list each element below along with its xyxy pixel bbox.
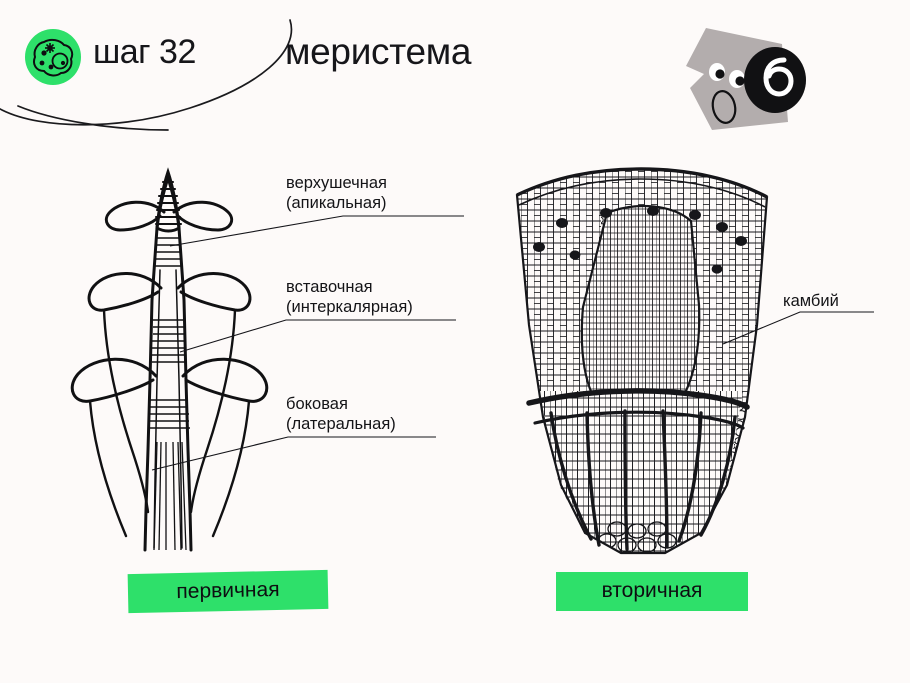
callout-lateral: боковая (латеральная) bbox=[286, 394, 396, 434]
callout-intercalary: вставочная (интеркалярная) bbox=[286, 277, 413, 317]
tag-secondary-meristem: вторичная bbox=[556, 572, 748, 611]
step-label: шаг 32 bbox=[93, 33, 196, 71]
black-circle-b-letter-icon bbox=[744, 47, 806, 113]
callout-intercalary-line2: (интеркалярная) bbox=[286, 298, 413, 316]
shoot-apex-longitudinal-section-diagram bbox=[70, 167, 269, 552]
tag-primary-meristem: первичная bbox=[127, 569, 329, 614]
gray-polygon-face-icon bbox=[686, 28, 806, 130]
callout-lateral-line2: (латеральная) bbox=[286, 415, 396, 433]
cell-organelle-icon bbox=[25, 29, 81, 85]
callout-intercalary-line1: вставочная bbox=[286, 278, 373, 296]
callout-cambium: камбий bbox=[783, 291, 839, 311]
callout-lateral-line1: боковая bbox=[286, 395, 348, 413]
callout-apical-line1: верхушечная bbox=[286, 174, 387, 192]
slide-header: шаг 32 меристема bbox=[0, 0, 910, 150]
callout-cambium-line1: камбий bbox=[783, 292, 839, 310]
page-title: меристема bbox=[285, 31, 472, 72]
callout-apical-line2: (апикальная) bbox=[286, 194, 387, 212]
stem-cross-section-cambium-micrograph bbox=[515, 167, 769, 555]
callout-apical: верхушечная (апикальная) bbox=[286, 173, 387, 213]
